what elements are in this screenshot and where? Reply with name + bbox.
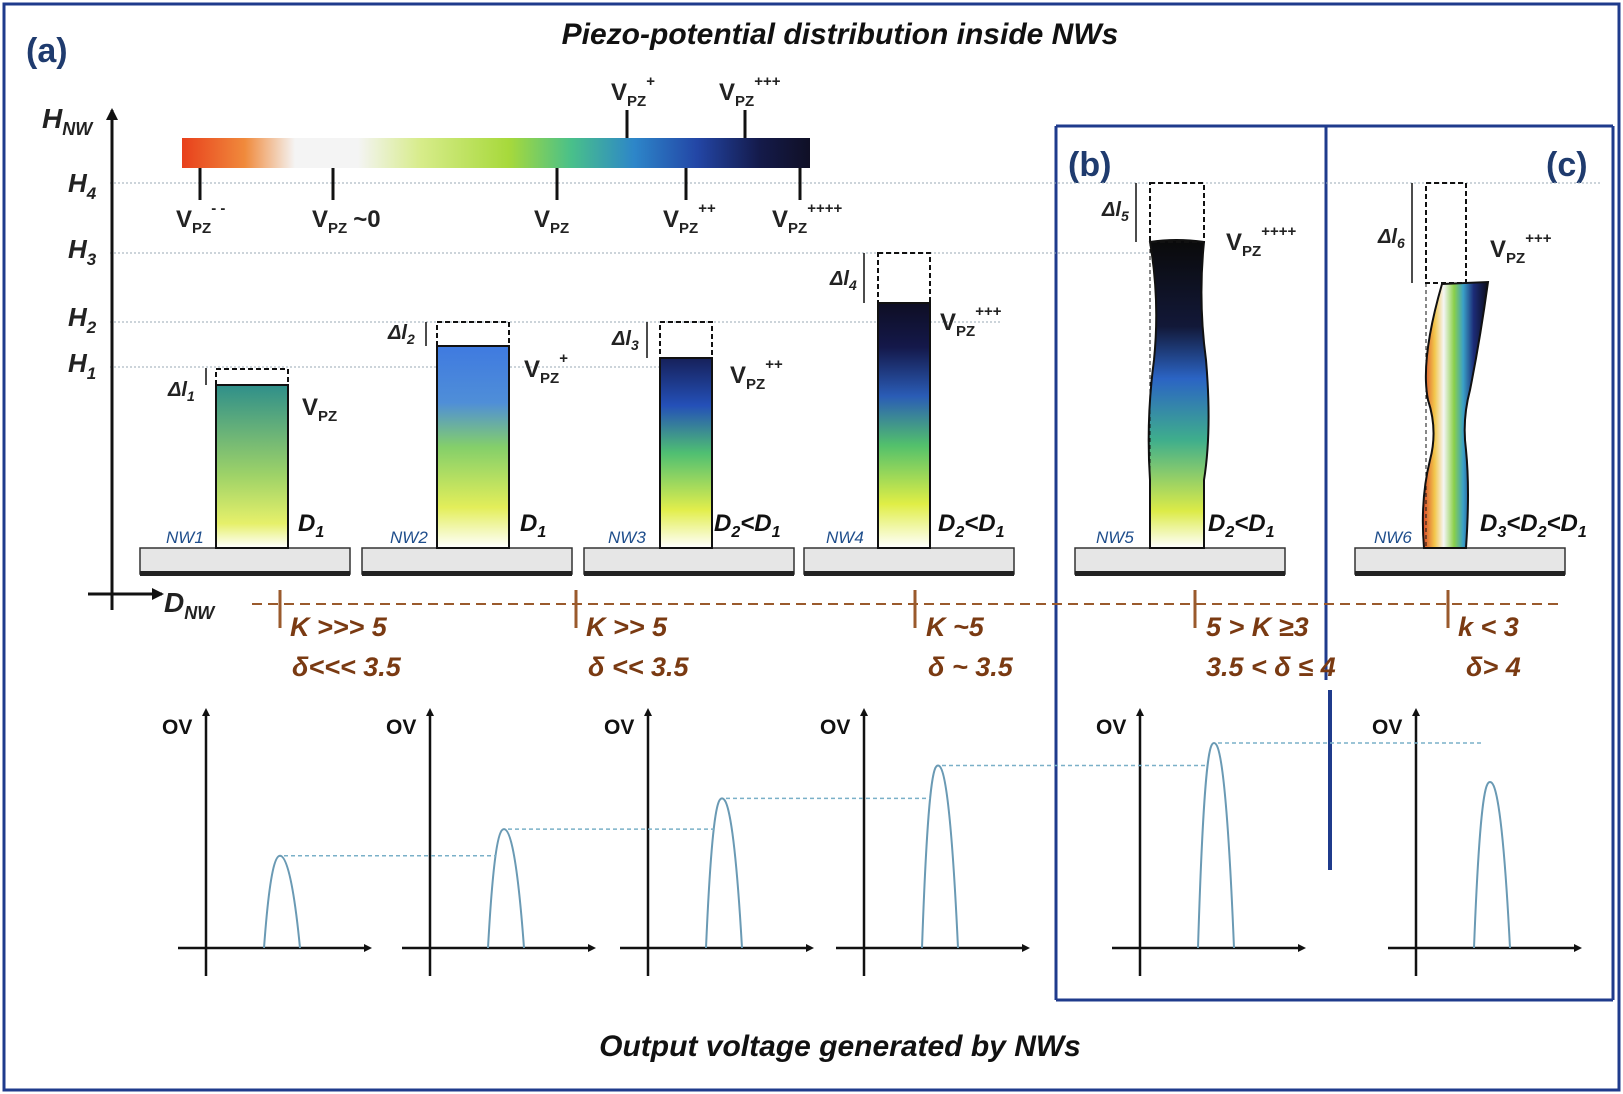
regime-scale-ticks (278, 590, 1450, 628)
diameter-label-nw1: D1 (298, 510, 324, 541)
figure-title: Piezo-potential distribution inside NWs (562, 18, 1119, 51)
regime-delta-2: δ << 3.5 (588, 652, 690, 682)
nanowire-nw4: Δl4 VPZ+++ NW4 D2<D1 (826, 252, 1005, 549)
diameter-label-nw5: D2<D1 (1208, 510, 1275, 541)
delta-l-nw3: Δl3 (611, 328, 639, 353)
nw-label-nw5: NW5 (1096, 528, 1134, 547)
x-axis-label: DNW (164, 587, 216, 623)
y-axis-label: HNW (42, 103, 94, 139)
height-label-h2: H2 (68, 302, 97, 337)
figure-footer: Output voltage generated by NWs (599, 1030, 1081, 1063)
vpz-plus4-marker: VPZ++++ (772, 200, 842, 237)
height-label-h3: H3 (68, 234, 97, 269)
vpz-plus-marker: VPZ+ (611, 73, 655, 110)
ov-plot-6-pulse (1473, 780, 1511, 949)
ov-plot-4-pulse (921, 764, 959, 949)
delta-l-nw6: Δl6 (1377, 226, 1405, 251)
vpz-plus3-marker: VPZ+++ (719, 73, 781, 110)
diameter-label-nw4: D2<D1 (938, 510, 1005, 541)
vpz-plus2-marker: VPZ++ (663, 200, 716, 237)
ov-plot-2-pulse (487, 828, 525, 949)
panel-label-b: (b) (1068, 146, 1111, 184)
vpz-label-nw5: VPZ++++ (1226, 223, 1296, 260)
delta-l-nw2: Δl2 (387, 322, 415, 347)
vpz-label-nw1: VPZ (302, 394, 337, 425)
regime-delta-1: δ<<< 3.5 (292, 652, 402, 682)
substrates (139, 547, 1566, 576)
regime-delta-3: δ ~ 3.5 (928, 652, 1014, 682)
ov-plot-5-pulse (1197, 741, 1235, 949)
height-guides (110, 182, 1600, 368)
vpz-base-marker: VPZ (534, 206, 569, 237)
ov-plot-3-label: OV (604, 716, 634, 739)
ov-plot-6-label: OV (1372, 716, 1402, 739)
nw-label-nw2: NW2 (390, 528, 428, 547)
diameter-label-nw3: D2<D1 (714, 510, 781, 541)
ov-plot-3-pulse (705, 797, 743, 949)
regime-k-4: 5 > K ≥3 (1206, 612, 1309, 642)
nanowire-nw6: Δl6 VPZ+++ NW6 D3<D2<D1 (1374, 182, 1587, 549)
nanowire-nw3: Δl3 VPZ++ NW3 D2<D1 (608, 321, 783, 549)
nanowire-nw5: Δl5 VPZ++++ NW5 D2<D1 (1096, 182, 1296, 549)
vpz-minus2-marker: VPZ- - (176, 200, 225, 237)
regime-k-3: K ~5 (926, 612, 985, 642)
vpz-label-nw2: VPZ+ (524, 350, 568, 387)
color-bar-ticks (198, 110, 802, 200)
output-voltage-plots: OV OV OV OV OV OV (162, 708, 1582, 976)
ov-plot-2-label: OV (386, 716, 416, 739)
panel-label-c: (c) (1546, 146, 1588, 184)
regime-delta-5: δ> 4 (1466, 652, 1521, 682)
regime-k-2: K >> 5 (586, 612, 668, 642)
nw-label-nw4: NW4 (826, 528, 864, 547)
vpz-label-nw3: VPZ++ (730, 356, 783, 393)
ov-plot-1-pulse (263, 854, 301, 949)
regime-delta-4: 3.5 < δ ≤ 4 (1206, 652, 1336, 682)
vpz-zero-marker: VPZ~0 (312, 206, 381, 237)
regime-k-5: k < 3 (1458, 612, 1519, 642)
ov-plot-1-label: OV (162, 716, 192, 739)
color-bar-top-labels: VPZ+ VPZ+++ (611, 73, 781, 110)
panel-frames-bc (1054, 124, 1615, 1002)
vpz-label-nw6: VPZ+++ (1490, 230, 1552, 267)
height-label-h4: H4 (68, 168, 97, 203)
delta-l-nw5: Δl5 (1101, 199, 1129, 224)
delta-l-nw1: Δl1 (167, 379, 195, 404)
delta-l-nw4: Δl4 (829, 268, 857, 293)
nw-label-nw6: NW6 (1374, 528, 1412, 547)
panel-label-a: (a) (26, 32, 68, 70)
ov-plot-4-label: OV (820, 716, 850, 739)
ov-plot-5-label: OV (1096, 716, 1126, 739)
diameter-label-nw2: D1 (520, 510, 546, 541)
color-bar-bottom-labels: VPZ- - VPZ~0 VPZ VPZ++ VPZ++++ (176, 200, 842, 237)
regime-labels: K >>> 5 δ<<< 3.5 K >> 5 δ << 3.5 K ~5 δ … (290, 612, 1521, 682)
nanowire-nw2: Δl2 VPZ+ NW2 D1 (387, 321, 568, 549)
nw-label-nw3: NW3 (608, 528, 646, 547)
height-label-h1: H1 (68, 348, 96, 383)
piezo-color-bar (182, 138, 810, 168)
regime-k-1: K >>> 5 (290, 612, 388, 642)
height-tick-labels: H4 H3 H2 H1 (68, 168, 97, 383)
diameter-label-nw6: D3<D2<D1 (1480, 510, 1587, 541)
nw-label-nw1: NW1 (166, 528, 204, 547)
nanowire-nw1: Δl1 VPZ NW1 D1 (166, 368, 337, 549)
